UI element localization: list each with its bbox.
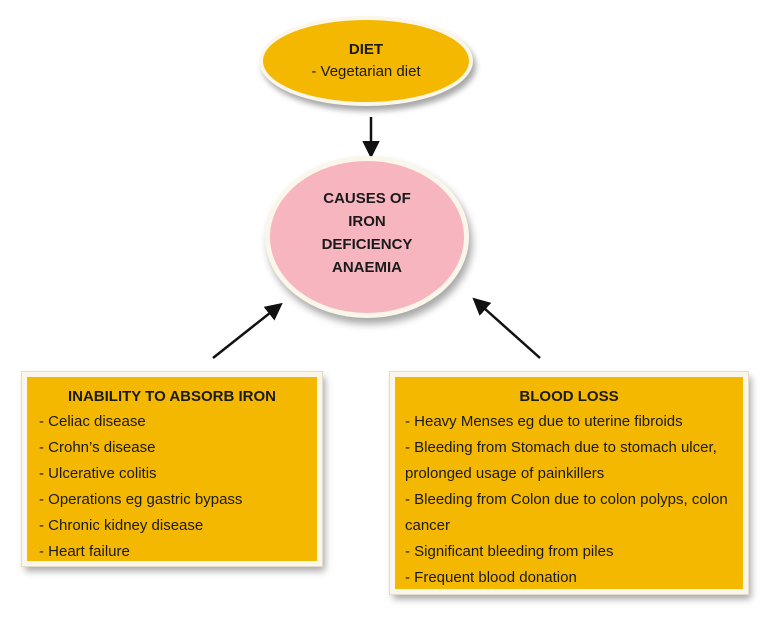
central-title: CAUSES OF IRON DEFICIENCY ANAEMIA: [321, 190, 413, 276]
blood-loss-title: BLOOD LOSS: [519, 388, 619, 405]
arrow-absorb-to-center: [212, 302, 283, 359]
diet-node: DIET - Vegetarian diet: [259, 16, 473, 106]
blood-loss-item: - Frequent blood donation: [405, 569, 577, 586]
arrow-bloodloss-to-center: [472, 297, 541, 359]
inability-to-absorb-box: INABILITY TO ABSORB IRON - Celiac diseas…: [21, 371, 323, 567]
absorb-item: - Crohn’s disease: [39, 439, 156, 456]
diet-item: - Vegetarian diet: [311, 63, 421, 80]
blood-loss-item: - Bleeding from Stomach due to stomach u…: [405, 439, 717, 482]
diet-title: DIET: [348, 41, 384, 58]
absorb-item: - Heart failure: [39, 543, 130, 560]
absorb-item: - Operations eg gastric bypass: [39, 491, 243, 508]
blood-loss-item: - Heavy Menses eg due to uterine fibroid…: [405, 413, 683, 430]
absorb-item: - Chronic kidney disease: [39, 517, 204, 534]
absorb-item: - Ulcerative colitis: [39, 465, 157, 482]
central-causes-node: CAUSES OF IRON DEFICIENCY ANAEMIA: [265, 156, 469, 318]
absorb-item: - Celiac disease: [39, 413, 146, 430]
absorb-title: INABILITY TO ABSORB IRON: [67, 388, 277, 405]
blood-loss-item: - Bleeding from Colon due to colon polyp…: [405, 491, 728, 534]
blood-loss-item: - Significant bleeding from piles: [405, 543, 614, 560]
blood-loss-box: BLOOD LOSS - Heavy Menses eg due to uter…: [389, 371, 749, 595]
